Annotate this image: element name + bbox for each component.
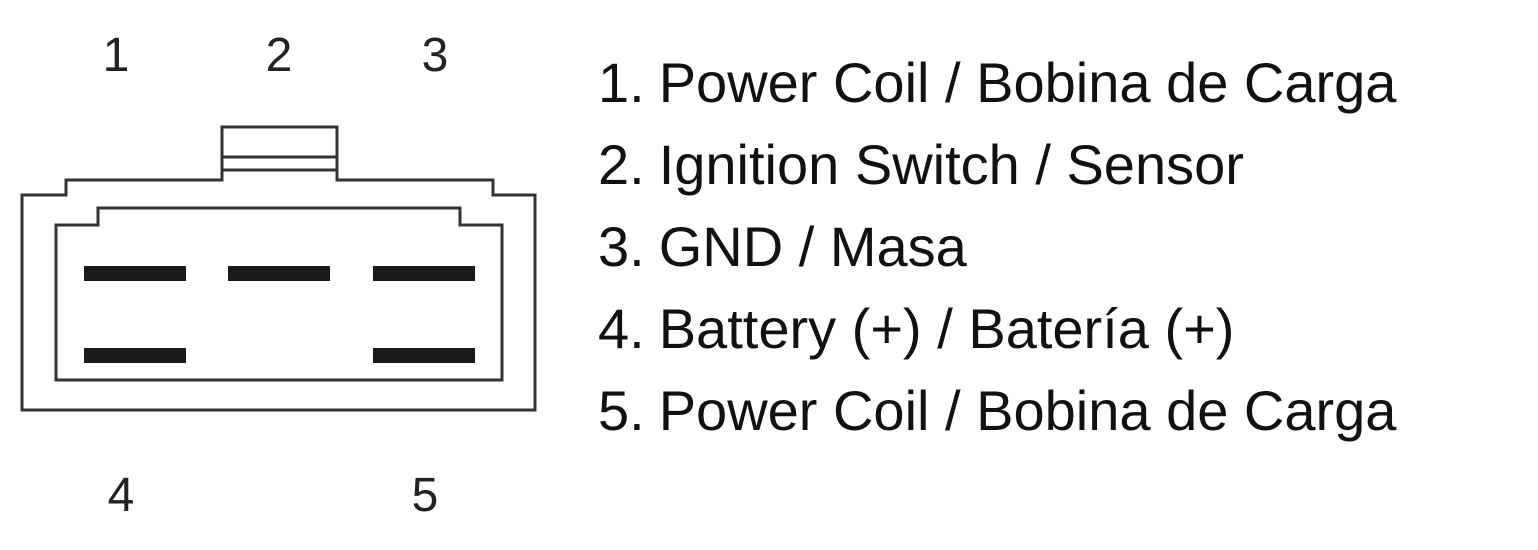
- terminal-pin-1: [84, 266, 186, 281]
- connector-outer-housing: [20, 125, 537, 412]
- pin-number-4: 4: [107, 469, 135, 522]
- legend-item-3: 3.GND / Masa: [598, 206, 1396, 288]
- legend-item-1: 1.Power Coil / Bobina de Carga: [598, 42, 1396, 124]
- legend-item-number: 5.: [598, 379, 645, 442]
- pin-legend: 1.Power Coil / Bobina de Carga 2.Ignitio…: [598, 42, 1396, 452]
- pin-number-3: 3: [421, 29, 449, 82]
- legend-item-text: Ignition Switch / Sensor: [658, 133, 1244, 196]
- legend-item-number: 1.: [598, 51, 645, 114]
- pin-number-1: 1: [102, 29, 130, 82]
- legend-item-2: 2.Ignition Switch / Sensor: [598, 124, 1396, 206]
- legend-item-number: 3.: [598, 215, 645, 278]
- terminal-pin-2: [228, 266, 330, 281]
- pin-number-2: 2: [265, 29, 293, 82]
- legend-item-5: 5.Power Coil / Bobina de Carga: [598, 370, 1396, 452]
- legend-item-text: GND / Masa: [658, 215, 967, 278]
- terminal-pin-4: [84, 348, 186, 363]
- pin-number-5: 5: [411, 469, 439, 522]
- connector-diagram: [20, 125, 537, 412]
- legend-item-text: Battery (+) / Batería (+): [658, 297, 1235, 360]
- legend-item-text: Power Coil / Bobina de Carga: [658, 379, 1397, 442]
- legend-item-text: Power Coil / Bobina de Carga: [658, 51, 1397, 114]
- terminal-pin-3: [373, 266, 475, 281]
- legend-item-number: 4.: [598, 297, 645, 360]
- terminal-pin-5: [373, 348, 475, 363]
- connector-inner-cavity: [54, 206, 504, 382]
- legend-item-number: 2.: [598, 133, 645, 196]
- legend-item-4: 4.Battery (+) / Batería (+): [598, 288, 1396, 370]
